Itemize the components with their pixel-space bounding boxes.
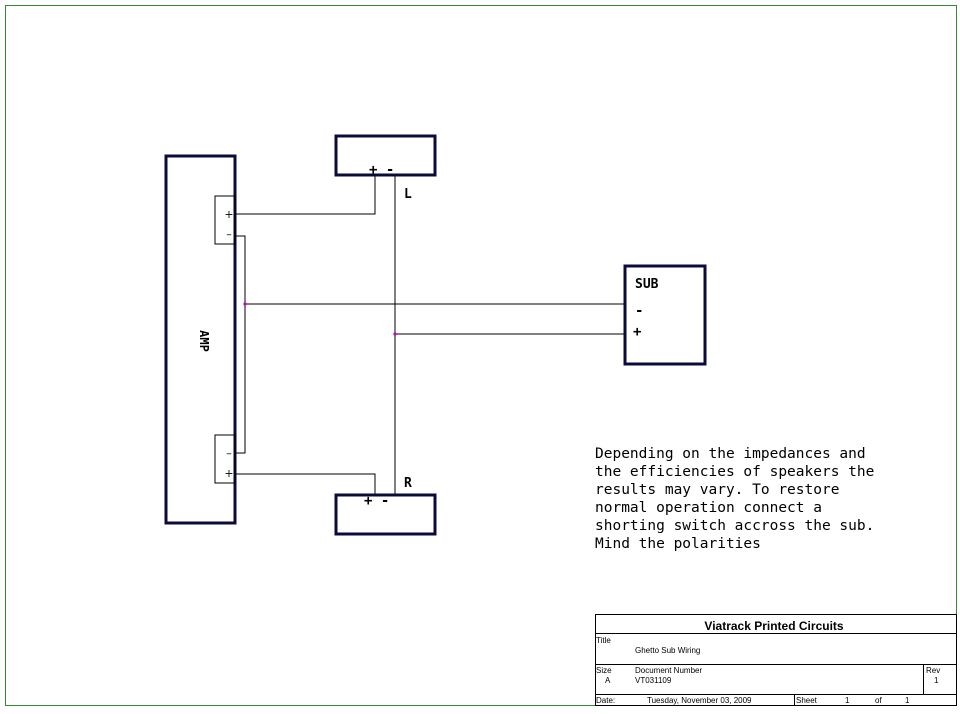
note-line: Mind the polarities xyxy=(595,536,761,552)
title-block xyxy=(595,614,957,706)
note-line: the efficiencies of speakers the xyxy=(595,464,874,480)
sheet-border xyxy=(5,5,957,706)
date-label: Date: xyxy=(596,696,615,705)
speaker-left-polarity: + - xyxy=(369,162,394,178)
amp-top-terminal-block xyxy=(214,195,236,245)
of-label: of xyxy=(875,696,882,705)
sheet-value: 1 xyxy=(845,696,850,705)
wires xyxy=(235,176,625,495)
amp-bottom-minus: – xyxy=(226,447,232,460)
size-label: Size xyxy=(596,666,612,675)
rev-label: Rev xyxy=(926,666,940,675)
amp-top-minus: – xyxy=(226,228,232,241)
amp-top-plus: + xyxy=(224,208,233,221)
title-value: Ghetto Sub Wiring xyxy=(635,646,700,655)
amp-label: AMP xyxy=(197,330,211,352)
speaker-right-channel-label: R xyxy=(404,476,412,491)
company-name: Viatrack Printed Circuits xyxy=(704,619,843,633)
rev-value: 1 xyxy=(934,676,939,685)
speaker-left-box xyxy=(334,134,437,177)
wire-amp-plus-to-right-plus xyxy=(235,473,376,495)
date-value: Tuesday, November 03, 2009 xyxy=(647,696,752,705)
note-line: shorting switch accross the sub. xyxy=(595,518,874,534)
speaker-right-polarity: + - xyxy=(364,493,389,509)
junction-dot xyxy=(393,332,397,336)
note-line: Depending on the impedances and xyxy=(595,446,866,462)
sheet-label: Sheet xyxy=(796,696,818,705)
amp-box xyxy=(164,154,237,525)
doc-number-label: Document Number xyxy=(635,666,702,675)
amp-bottom-terminal-block xyxy=(214,434,236,484)
note-line: results may vary. To restore xyxy=(595,482,839,498)
sub-box xyxy=(623,264,707,366)
note-line: normal operation connect a xyxy=(595,500,822,516)
wire-amp-minus-bus xyxy=(235,235,246,454)
amp-bottom-plus: + xyxy=(224,467,233,480)
speaker-left-channel-label: L xyxy=(404,187,412,202)
junction-dot xyxy=(243,302,247,306)
sub-minus: - xyxy=(635,303,643,319)
sheet-total-value: 1 xyxy=(905,696,910,705)
title-label: Title xyxy=(596,636,611,645)
note-text: Depending on the impedances and the effi… xyxy=(595,446,874,552)
sub-plus: + xyxy=(633,324,641,340)
wire-amp-plus-to-left-plus xyxy=(235,176,376,215)
doc-number-value: VT031109 xyxy=(635,676,672,685)
speaker-right-box xyxy=(334,493,437,536)
sub-label: SUB xyxy=(635,277,659,292)
size-value: A xyxy=(605,676,611,685)
